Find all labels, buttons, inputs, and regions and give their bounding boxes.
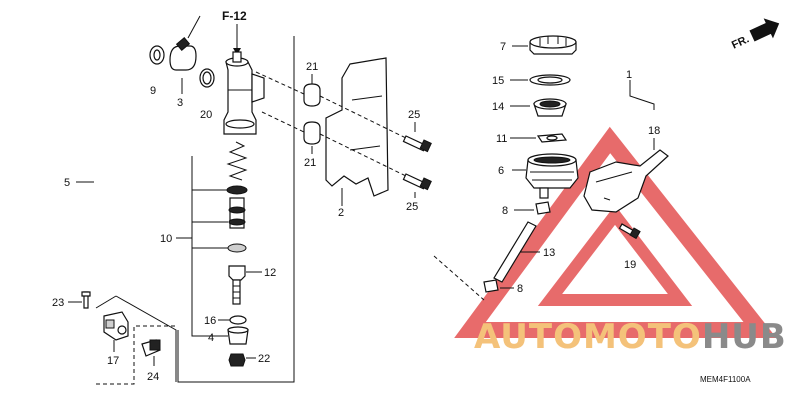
- front-direction-indicator: FR.: [730, 18, 780, 52]
- clevis-17-part: [103, 311, 129, 341]
- callout-22: 22: [258, 353, 270, 365]
- mounting-plate-part: [325, 57, 389, 197]
- callout-19: 19: [624, 259, 636, 271]
- mount-line-lower: [261, 111, 305, 133]
- lower-assembly-edge: [95, 295, 117, 309]
- reservoir-hose-part: [493, 221, 537, 283]
- callout-25a: 25: [408, 109, 420, 121]
- callout-9: 9: [150, 85, 156, 97]
- spring-part: [226, 141, 248, 181]
- pin-23-part: [81, 291, 91, 309]
- push-rod-part: [228, 265, 246, 305]
- callout-24: 24: [147, 371, 159, 383]
- lower-assembly-outline: [115, 295, 177, 382]
- callout-14: 14: [492, 101, 504, 113]
- watermark-text: AUTOMOTOHUB: [474, 317, 787, 357]
- circlip-inner: [153, 49, 161, 61]
- cover-screw-part: [618, 223, 641, 240]
- secondary-cup-part: [227, 243, 247, 253]
- reference-label: F-12: [222, 9, 247, 23]
- pin-24-part: [141, 339, 161, 357]
- callout-8b: 8: [517, 283, 523, 295]
- frame-outline-line: [177, 36, 295, 383]
- callout-6: 6: [498, 165, 504, 177]
- collar-upper-part: [303, 83, 321, 107]
- mounting-plate-edges: [349, 95, 383, 151]
- callout-4: 4: [208, 332, 214, 344]
- callout-23: 23: [52, 297, 64, 309]
- joint-hose-line: [187, 15, 201, 39]
- reservoir-cap-part: [529, 35, 577, 55]
- lower-assembly-dash: [96, 325, 176, 385]
- bolt-lower-part: [402, 173, 432, 191]
- boot-top: [227, 326, 249, 334]
- hose-clip-upper-part: [535, 201, 551, 215]
- callout-11: 11: [496, 133, 507, 145]
- callout-16: 16: [204, 315, 216, 327]
- hose-route-line: [433, 255, 485, 301]
- callout-20: 20: [200, 109, 212, 121]
- callout-8a: 8: [502, 205, 508, 217]
- collar-lower-part: [303, 121, 321, 145]
- callout-25b: 25: [406, 201, 418, 213]
- master-cylinder-body: [223, 51, 265, 135]
- callout-12: 12: [264, 267, 276, 279]
- watermark-logo-triangle: [454, 126, 777, 338]
- o-ring-inner: [202, 71, 212, 85]
- joint-part: [169, 45, 197, 71]
- watermark-text-primary: AUTOMOTO: [474, 317, 702, 357]
- bolt-upper-part: [402, 135, 432, 153]
- callout-1-leader: [629, 80, 655, 110]
- callout-5: 5: [64, 177, 70, 189]
- reservoir-cover-part: [583, 149, 669, 213]
- mount-line-upper: [255, 71, 305, 95]
- piston-kit-bracket: [191, 156, 228, 337]
- nut-part: [228, 353, 246, 367]
- piston-part: [228, 197, 246, 229]
- callout-21a: 21: [306, 61, 318, 73]
- callout-7: 7: [500, 41, 506, 53]
- callout-18: 18: [648, 125, 660, 137]
- joint-hose-stub: [175, 37, 191, 51]
- diaphragm-part: [533, 98, 567, 117]
- diagram-code: MEM4F1100A: [700, 375, 751, 384]
- callout-2: 2: [338, 207, 344, 219]
- watermark-text-secondary: HUB: [702, 317, 787, 357]
- circlip-16-part: [229, 315, 247, 325]
- callout-10: 10: [160, 233, 172, 245]
- bolt-lower-axis: [319, 133, 411, 179]
- front-direction-label: FR.: [730, 33, 751, 51]
- hose-clip-lower-part: [483, 279, 499, 293]
- callout-3: 3: [177, 97, 183, 109]
- primary-cup-part: [226, 185, 248, 195]
- callout-17: 17: [107, 355, 119, 367]
- reservoir-tank-part: [525, 153, 579, 199]
- callout-13: 13: [543, 247, 555, 259]
- callout-1: 1: [626, 69, 632, 81]
- callout-21b: 21: [304, 157, 316, 169]
- set-plate-inner: [537, 76, 563, 84]
- diaphragm-plate-hole: [546, 135, 558, 141]
- bolt-upper-axis: [319, 95, 411, 141]
- front-arrow-icon: [749, 18, 780, 42]
- callout-15: 15: [492, 75, 504, 87]
